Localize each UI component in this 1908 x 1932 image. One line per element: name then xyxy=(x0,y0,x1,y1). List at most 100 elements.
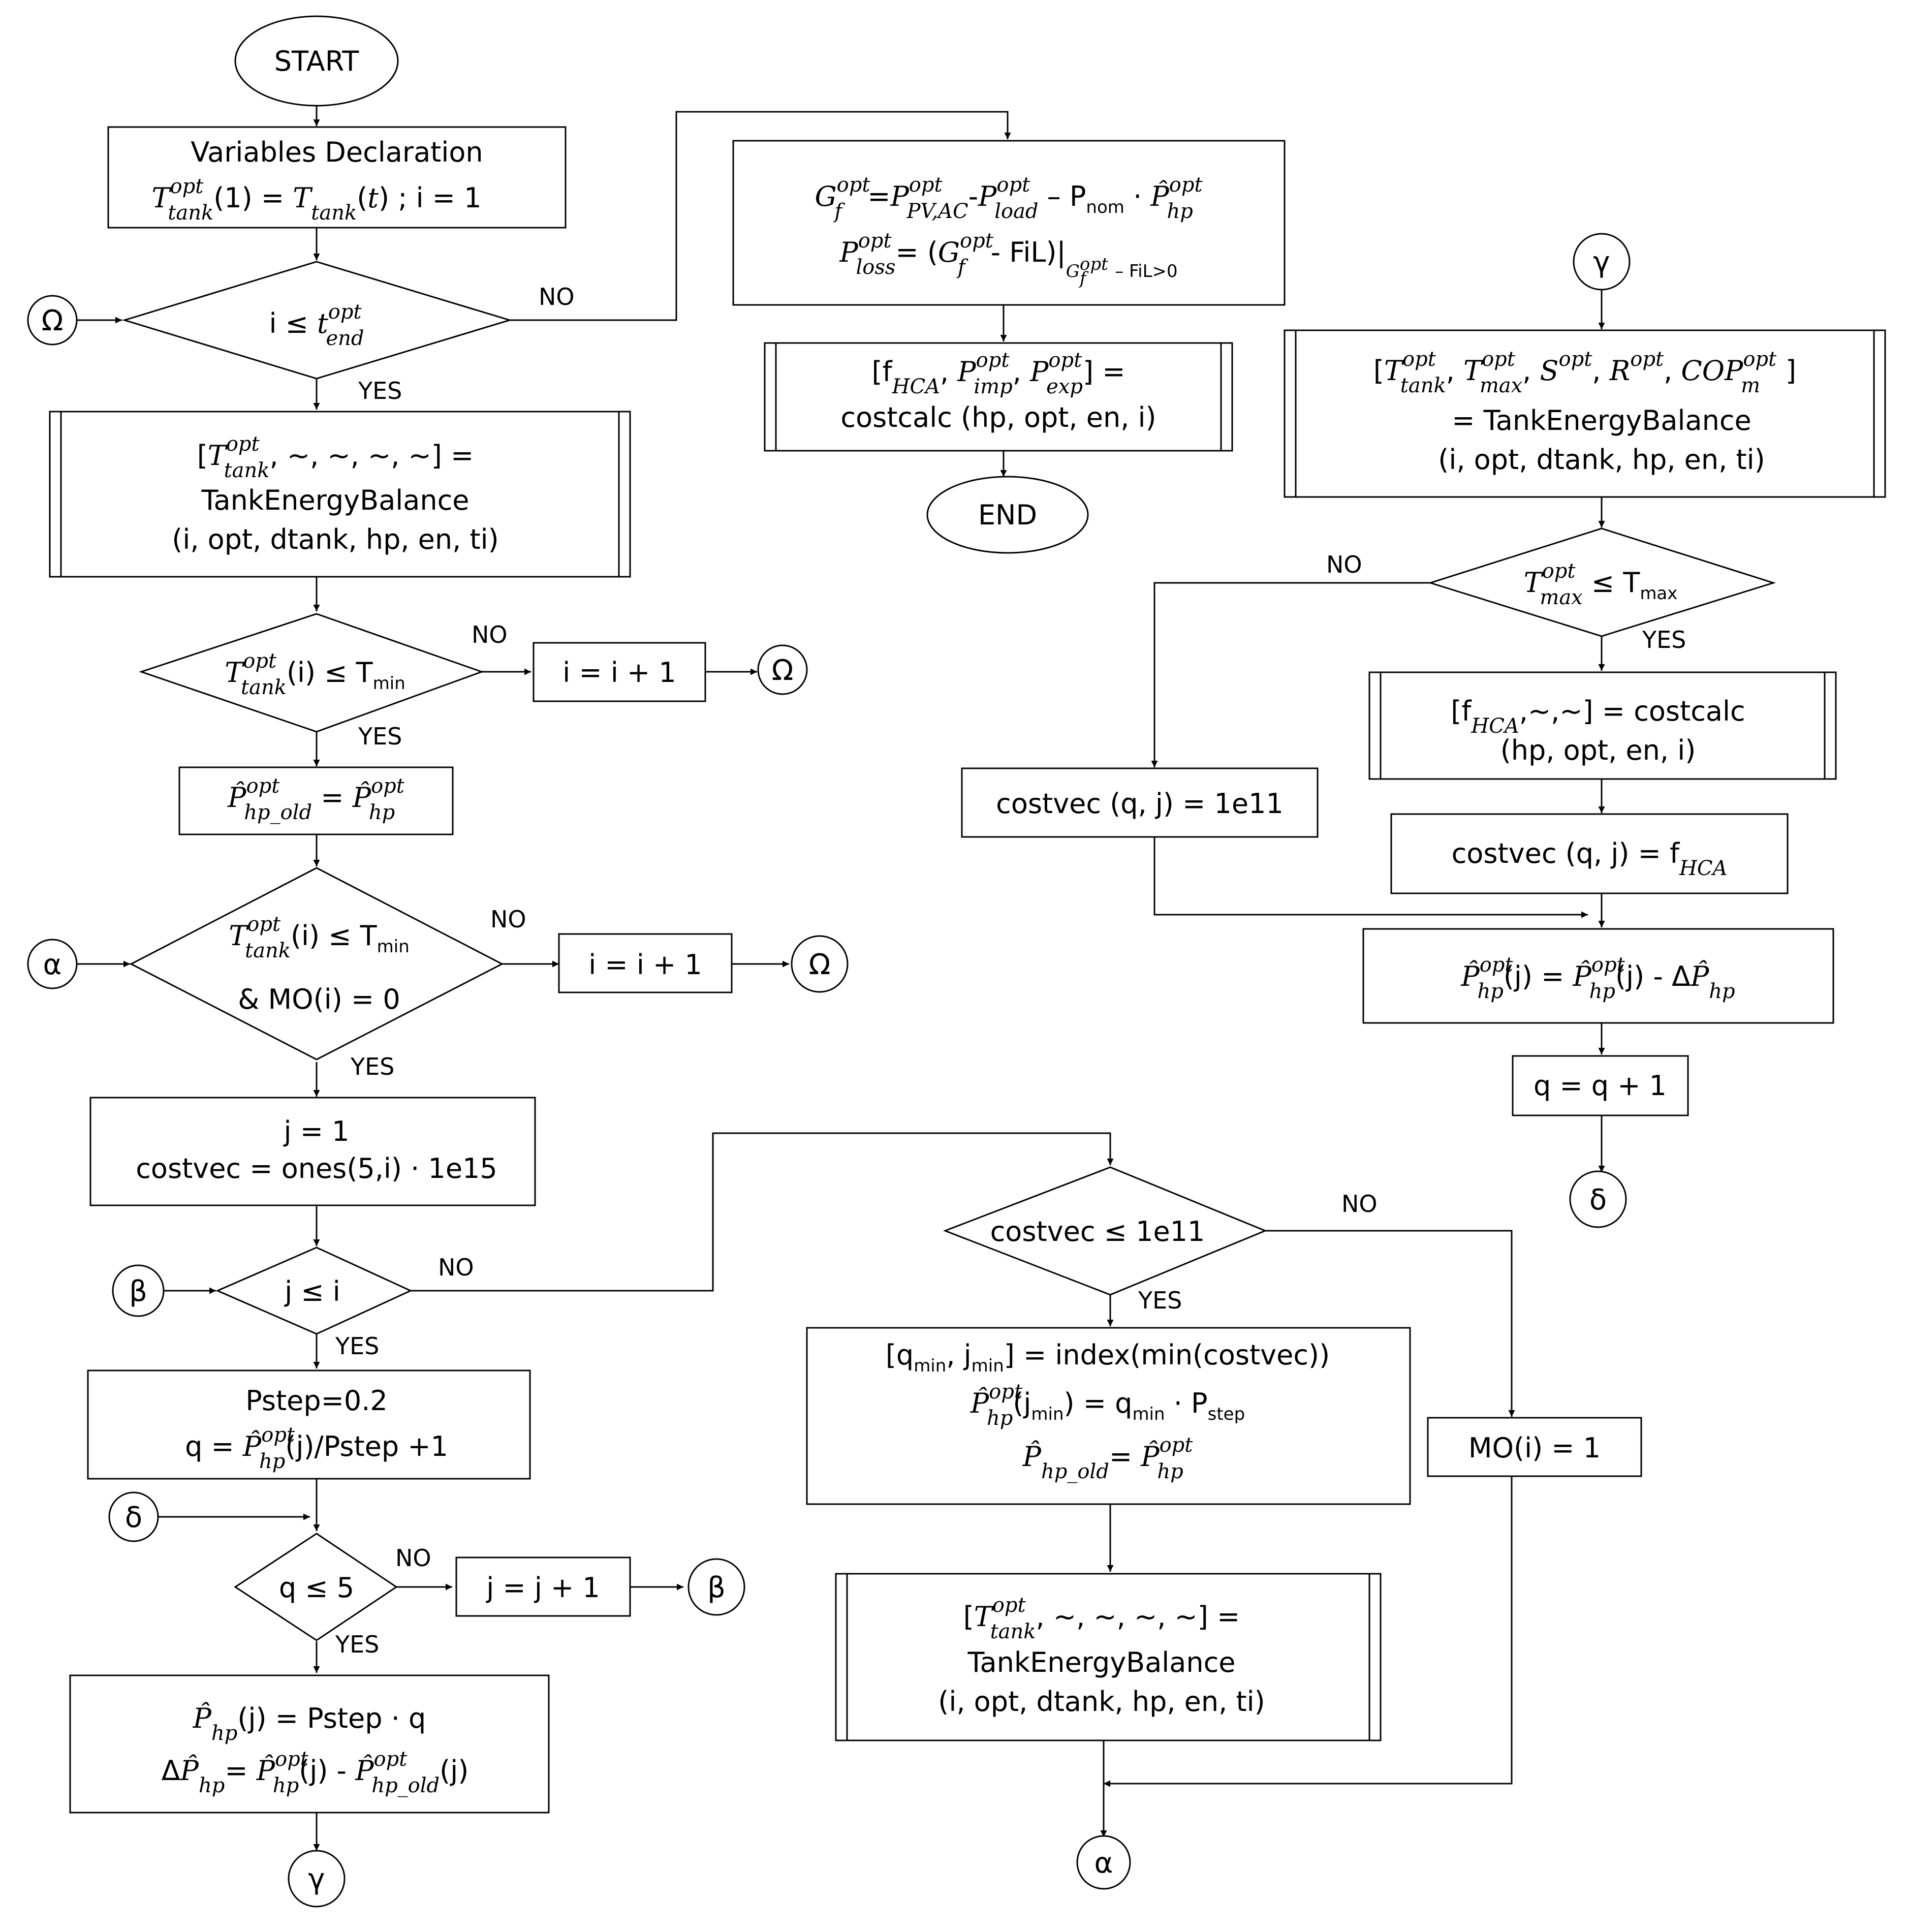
beta-connector-out: β xyxy=(687,1558,745,1616)
delta-label: δ xyxy=(1589,1183,1607,1217)
beta-connector-in: β xyxy=(112,1264,165,1317)
start-label: START xyxy=(274,45,360,77)
tank-balance-2-line-2: TankEnergyBalance xyxy=(967,1646,1235,1678)
label-yes: YES xyxy=(335,1332,379,1360)
beta-label: β xyxy=(707,1571,726,1604)
mo-assign-box: MO(i) = 1 xyxy=(1427,1417,1642,1477)
gamma-label: γ xyxy=(1593,246,1610,279)
index-min-box: [qmin, jmin] = index(min(costvec)) P̂opt… xyxy=(806,1327,1411,1505)
alpha-label: α xyxy=(43,948,62,981)
connector-lines xyxy=(77,106,1605,1851)
label-yes: YES xyxy=(1138,1287,1182,1314)
decision-costvec: costvec ≤ 1e11 xyxy=(943,1166,1267,1296)
phat-line-1: P̂hp(j) = Pstep · q xyxy=(193,1702,426,1745)
costcalc-top-line-2: costcalc (hp, opt, en, i) xyxy=(840,401,1156,433)
init-box: j = 1 costvec = ones(5,i) · 1e15 xyxy=(89,1097,536,1206)
label-no: NO xyxy=(539,283,575,310)
label-no: NO xyxy=(438,1254,474,1281)
costvec-penalty: costvec (q, j) = 1e11 xyxy=(996,788,1284,820)
label-no: NO xyxy=(472,621,508,648)
init-line-2: costvec = ones(5,i) · 1e15 xyxy=(136,1152,497,1185)
label-yes: YES xyxy=(350,1053,394,1080)
branch-labels: NO YES NO YES NO YES NO YES NO YES NO YE… xyxy=(335,283,1686,1658)
tank-balance-line-3: (i, opt, dtank, hp, en, ti) xyxy=(172,523,498,555)
costcalc-box-right: [fHCA,~,~] = costcalc (hp, opt, en, i) xyxy=(1368,671,1837,780)
decision-j: j ≤ i xyxy=(215,1247,413,1335)
label-no: NO xyxy=(1341,1190,1378,1218)
delta-label: δ xyxy=(125,1501,142,1534)
label-yes: YES xyxy=(1642,626,1686,653)
increment-i-box-2: i = i + 1 xyxy=(558,933,733,993)
declaration-title: Variables Declaration xyxy=(191,136,483,168)
increment-j: j = j + 1 xyxy=(486,1572,600,1604)
omega-label: Ω xyxy=(772,654,794,687)
cond-q: q ≤ 5 xyxy=(279,1572,354,1604)
end-terminal: END xyxy=(926,476,1089,554)
increment-i-2: i = i + 1 xyxy=(588,949,702,981)
increment-q-box: q = q + 1 xyxy=(1512,1055,1689,1116)
cond-j: j ≤ i xyxy=(284,1275,340,1307)
label-no: NO xyxy=(490,906,526,933)
label-yes: YES xyxy=(358,377,402,404)
alpha-connector-out: α xyxy=(1076,1835,1131,1890)
delta-connector-in: δ xyxy=(108,1491,159,1542)
tank-balance-full-line-2: = TankEnergyBalance xyxy=(1452,404,1751,437)
tank-balance-full-line-3: (i, opt, dtank, hp, en, ti) xyxy=(1438,444,1765,476)
mo-assign: MO(i) = 1 xyxy=(1468,1432,1601,1464)
gamma-connector-in: γ xyxy=(1573,233,1631,291)
tank-balance-line-2: TankEnergyBalance xyxy=(201,484,469,516)
omega-connector-in: Ω xyxy=(27,295,78,346)
gamma-label: γ xyxy=(308,1863,325,1896)
omega-connector-out-2: Ω xyxy=(791,935,849,993)
label-no: NO xyxy=(1326,551,1362,578)
costcalc-right-line-2: (hp, opt, en, i) xyxy=(1500,734,1696,766)
cond-tmin-2-line-2: & MO(i) = 0 xyxy=(238,983,400,1015)
increment-q: q = q + 1 xyxy=(1534,1070,1667,1102)
costvec-assign: costvec (q, j) = fHCA xyxy=(1452,837,1728,880)
index-line-1: [qmin, jmin] = index(min(costvec)) xyxy=(886,1339,1330,1376)
label-yes: YES xyxy=(335,1631,379,1658)
start-terminal: START xyxy=(234,15,399,107)
beta-label: β xyxy=(129,1275,147,1308)
delta-connector-out: δ xyxy=(1569,1170,1627,1228)
costvec-penalty-box: costvec (q, j) = 1e11 xyxy=(961,767,1319,838)
label-yes: YES xyxy=(358,723,402,750)
omega-connector-out-1: Ω xyxy=(757,644,808,695)
omega-label: Ω xyxy=(42,304,64,337)
omega-label: Ω xyxy=(809,948,831,981)
cond-costvec: costvec ≤ 1e11 xyxy=(990,1216,1205,1248)
increment-i-1: i = i + 1 xyxy=(562,657,676,689)
gamma-connector-out: γ xyxy=(288,1850,346,1908)
end-label: END xyxy=(978,499,1037,531)
increment-i-box-1: i = i + 1 xyxy=(533,642,706,702)
